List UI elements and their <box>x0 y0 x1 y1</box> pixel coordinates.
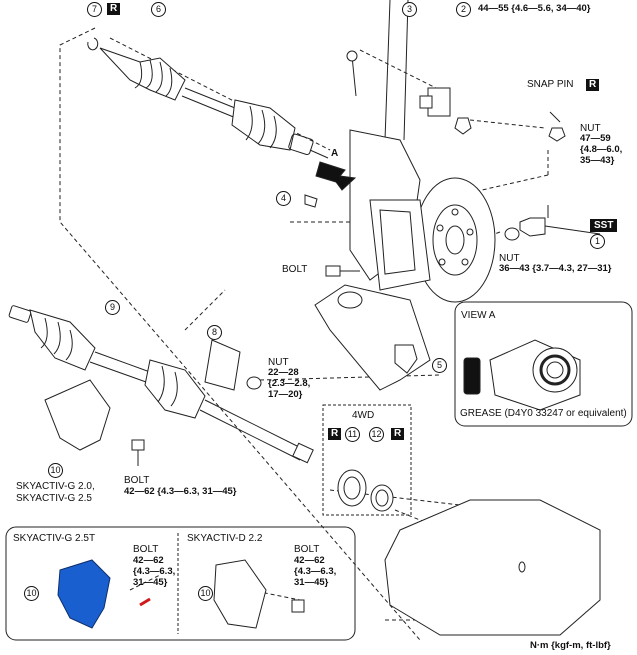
grease-tube-icon <box>463 357 481 395</box>
nut-left-title: NUT <box>268 357 289 368</box>
inset-left-bolt: BOLT <box>133 544 159 555</box>
strut <box>346 0 472 141</box>
fwd-label: 4WD <box>352 410 375 421</box>
replace-badge: R <box>107 3 121 15</box>
inset-right-l3: 31—45} <box>294 577 329 588</box>
bracket-nut <box>246 376 262 390</box>
inset-right-bolt: BOLT <box>294 544 320 555</box>
units-note: N·m {kgf-m, ft-lbf} <box>530 640 611 651</box>
nut-upper-l3: 35—43} <box>580 155 615 166</box>
transmission <box>384 499 601 636</box>
bearing-support <box>44 379 111 451</box>
grease-label: GREASE (D4Y0 33247 or equivalent) <box>460 408 627 419</box>
support-bolt <box>131 439 145 451</box>
callout-5: 5 <box>432 358 447 373</box>
snap-ring <box>87 37 99 51</box>
torque-top: 44—55 {4.6—5.6, 34—40} <box>478 3 591 14</box>
clip <box>304 194 318 208</box>
callout-10: 10 <box>198 586 213 601</box>
callout-10: 10 <box>24 586 39 601</box>
skyactiv-g-label: SKYACTIV-G 2.0, <box>16 481 95 492</box>
nut-left-l2: {2.3—2.8, <box>268 378 311 389</box>
bolt-left-l1: 42—62 {4.3—6.3, 31—45} <box>124 486 237 497</box>
callout-11: 11 <box>345 427 360 442</box>
knuckle-assembly <box>349 129 496 303</box>
nut-left-l3: 17—20} <box>268 389 303 400</box>
inset-right-l1: 42—62 <box>294 555 325 566</box>
inset-left-l3: 31—45} <box>133 577 168 588</box>
snap-pin-label: SNAP PIN <box>527 79 574 90</box>
replace-badge: R <box>328 428 342 440</box>
bolt-caliper-label: BOLT <box>282 264 308 275</box>
inset-frame <box>5 526 356 641</box>
inset-right-l2: {4.3—6.3, <box>294 566 337 577</box>
bracket <box>204 339 241 391</box>
bearing-support-blue <box>57 559 111 629</box>
nut-mid-l1: 36—43 {3.7—4.3, 27—31} <box>499 263 612 274</box>
callout-7: 7 <box>87 2 102 17</box>
caliper-bolt <box>325 265 360 277</box>
view-a-hub <box>489 339 581 411</box>
replace-badge: R <box>391 428 405 440</box>
driveshaft-upper <box>99 47 329 159</box>
nut-upper-title: NUT <box>580 123 601 134</box>
bearing-support-d <box>213 559 267 629</box>
callout-1: 1 <box>590 234 605 249</box>
bolt-red <box>139 597 151 607</box>
view-a-arrow-label: A <box>331 148 339 159</box>
nut-upper-l2: {4.8—6.0, <box>580 144 623 155</box>
tie-rod-end <box>504 111 601 241</box>
inset-right-title: SKYACTIV-D 2.2 <box>187 533 263 544</box>
nut-upper-l1: 47—59 <box>580 133 611 144</box>
callout-10: 10 <box>48 463 63 478</box>
sst-badge: SST <box>590 219 618 232</box>
inset-left-l1: 42—62 <box>133 555 164 566</box>
bolt-d <box>291 599 305 613</box>
callout-6: 6 <box>151 2 166 17</box>
callout-2: 2 <box>456 2 471 17</box>
nut-left-l1: 22—28 <box>268 367 299 378</box>
view-a-box <box>454 301 633 427</box>
callout-3: 3 <box>402 2 417 17</box>
view-a-arrow <box>315 161 357 191</box>
inset-left-title: SKYACTIV-G 2.5T <box>13 533 96 544</box>
callout-8: 8 <box>207 325 222 340</box>
fwd-box <box>322 404 412 516</box>
clip-ring <box>370 484 394 512</box>
nut-mid-title: NUT <box>499 253 520 264</box>
lower-arm <box>314 284 431 391</box>
inset-left-l2: {4.3—6.3, <box>133 566 176 577</box>
skyactiv-g2-label: SKYACTIV-G 2.5 <box>16 493 92 504</box>
callout-4: 4 <box>276 191 291 206</box>
driveshaft-lower <box>8 305 314 464</box>
bolt-left-title: BOLT <box>124 475 150 486</box>
callout-9: 9 <box>105 300 120 315</box>
replace-badge: R <box>586 79 600 91</box>
oil-seal <box>337 469 367 507</box>
callout-12: 12 <box>369 427 384 442</box>
view-a-title: VIEW A <box>461 310 496 321</box>
